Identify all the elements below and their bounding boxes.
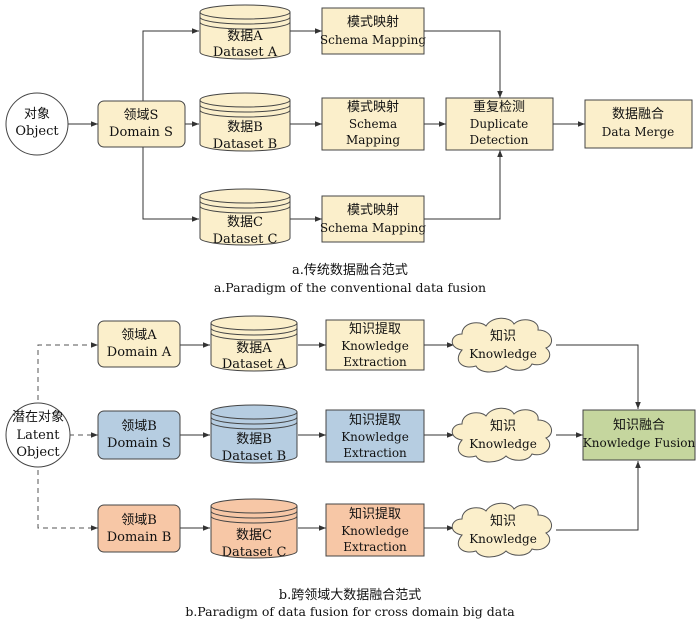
dataset-c-label-en: Dataset C <box>213 232 278 247</box>
schema-mapping-2-en2: Mapping <box>346 133 400 147</box>
schema-mapping-2-zh: 模式映射 <box>347 99 399 115</box>
knowledge-extraction-3: 知识提取 Knowledge Extraction <box>325 503 425 557</box>
extraction-1-zh: 知识提取 <box>349 321 401 337</box>
knowledge-cloud-2: 知识 Knowledge <box>451 407 553 463</box>
dataset-a-label-zh: 数据A <box>227 29 263 44</box>
schema-mapping-1-en: Schema Mapping <box>320 33 426 47</box>
merge-label-zh: 数据融合 <box>612 107 664 122</box>
schema-mapping-3-en: Schema Mapping <box>320 221 426 235</box>
knowledge-3-en: Knowledge <box>469 532 537 546</box>
fusion-label-en: Knowledge Fusion <box>583 436 696 450</box>
dataset-b-b-en: Dataset B <box>222 449 286 464</box>
dataset-b-label-zh: 数据B <box>227 120 263 135</box>
latent-object-node: 潜在对象 Latent Object <box>5 402 71 468</box>
conventional-paradigm: 对象 Object 领域S Domain S 数据A Dataset A 数据B… <box>5 4 693 295</box>
duplicate-label-en1: Duplicate <box>470 117 529 131</box>
latent-label-en2: Object <box>16 445 60 460</box>
dataset-c-b-en: Dataset C <box>222 545 287 560</box>
domain-b-blue-node: 领域B Domain S <box>97 410 181 460</box>
knowledge-fusion-node: 知识融合 Knowledge Fusion <box>582 409 696 461</box>
schema-mapping-2-en1: Schema <box>349 117 397 131</box>
knowledge-2-en: Knowledge <box>469 437 537 451</box>
caption-a-zh: a.传统数据融合范式 <box>292 263 408 278</box>
schema-mapping-1: 模式映射 Schema Mapping <box>320 7 426 55</box>
extraction-2-zh: 知识提取 <box>349 412 401 428</box>
object-node: 对象 Object <box>5 92 69 156</box>
duplicate-label-en2: Detection <box>470 133 529 147</box>
dataset-c-b-cylinder: 数据C Dataset C <box>210 498 298 560</box>
knowledge-2-zh: 知识 <box>490 418 516 434</box>
extraction-2-en1: Knowledge <box>341 430 409 444</box>
domain-s-node: 领域S Domain S <box>97 100 186 148</box>
dataset-b-label-en: Dataset B <box>213 137 277 152</box>
dashed-connectors-b <box>37 342 98 531</box>
knowledge-extraction-1: 知识提取 Knowledge Extraction <box>325 319 425 371</box>
dataset-a-label-en: Dataset A <box>213 45 278 60</box>
domain-a-zh: 领域A <box>121 328 157 343</box>
connectors-b <box>180 342 641 531</box>
merge-label-en: Data Merge <box>602 125 674 139</box>
domain-label-en: Domain S <box>109 125 173 140</box>
dataset-a-b-cylinder: 数据A Dataset A <box>210 315 298 372</box>
domain-a-en: Domain A <box>107 345 172 360</box>
domain-b-blue-zh: 领域B <box>121 419 157 434</box>
schema-mapping-3-zh: 模式映射 <box>347 202 399 218</box>
object-label-zh: 对象 <box>24 107 50 122</box>
caption-b-en: b.Paradigm of data fusion for cross doma… <box>185 604 515 619</box>
cross-domain-paradigm: 潜在对象 Latent Object 领域A Domain A 领域B Doma… <box>5 315 696 619</box>
object-label-en: Object <box>15 124 59 139</box>
dataset-b-b-zh: 数据B <box>236 432 272 447</box>
dataset-a-b-en: Dataset A <box>222 357 287 372</box>
dataset-b-b-cylinder: 数据B Dataset B <box>210 404 298 464</box>
domain-b-salmon-en: Domain B <box>107 530 172 545</box>
dataset-a-cylinder: 数据A Dataset A <box>199 4 291 60</box>
connectors-a <box>68 28 585 222</box>
domain-b-blue-en: Domain S <box>107 436 171 451</box>
fusion-label-zh: 知识融合 <box>613 417 665 433</box>
domain-a-node: 领域A Domain A <box>97 320 181 368</box>
knowledge-3-zh: 知识 <box>490 513 516 529</box>
schema-mapping-2: 模式映射 Schema Mapping <box>321 97 425 151</box>
knowledge-cloud-3: 知识 Knowledge <box>451 502 553 558</box>
knowledge-1-en: Knowledge <box>469 347 537 361</box>
domain-label-zh: 领域S <box>124 108 159 123</box>
duplicate-detection-node: 重复检测 Duplicate Detection <box>445 97 554 151</box>
dataset-b-cylinder: 数据B Dataset B <box>199 92 291 152</box>
extraction-3-zh: 知识提取 <box>349 506 401 522</box>
extraction-2-en2: Extraction <box>343 446 407 460</box>
dataset-c-b-zh: 数据C <box>236 528 272 543</box>
dataset-a-b-zh: 数据A <box>236 341 272 356</box>
extraction-1-en2: Extraction <box>343 355 407 369</box>
knowledge-cloud-1: 知识 Knowledge <box>451 317 553 373</box>
data-merge-node: 数据融合 Data Merge <box>584 99 693 149</box>
extraction-3-en1: Knowledge <box>341 524 409 538</box>
schema-mapping-1-zh: 模式映射 <box>347 14 399 30</box>
extraction-3-en2: Extraction <box>343 540 407 554</box>
knowledge-extraction-2: 知识提取 Knowledge Extraction <box>325 409 425 463</box>
schema-mapping-3: 模式映射 Schema Mapping <box>320 195 426 243</box>
extraction-1-en1: Knowledge <box>341 339 409 353</box>
caption-a-en: a.Paradigm of the conventional data fusi… <box>214 280 486 295</box>
latent-label-en1: Latent <box>17 428 61 443</box>
caption-b-zh: b.跨领域大数据融合范式 <box>279 588 421 603</box>
domain-b-salmon-zh: 领域B <box>121 513 157 528</box>
latent-label-zh: 潜在对象 <box>12 410 64 425</box>
knowledge-1-zh: 知识 <box>490 328 516 344</box>
dataset-c-label-zh: 数据C <box>227 215 263 230</box>
domain-b-salmon-node: 领域B Domain B <box>97 504 181 553</box>
duplicate-label-zh: 重复检测 <box>473 99 525 115</box>
dataset-c-cylinder: 数据C Dataset C <box>199 188 291 247</box>
